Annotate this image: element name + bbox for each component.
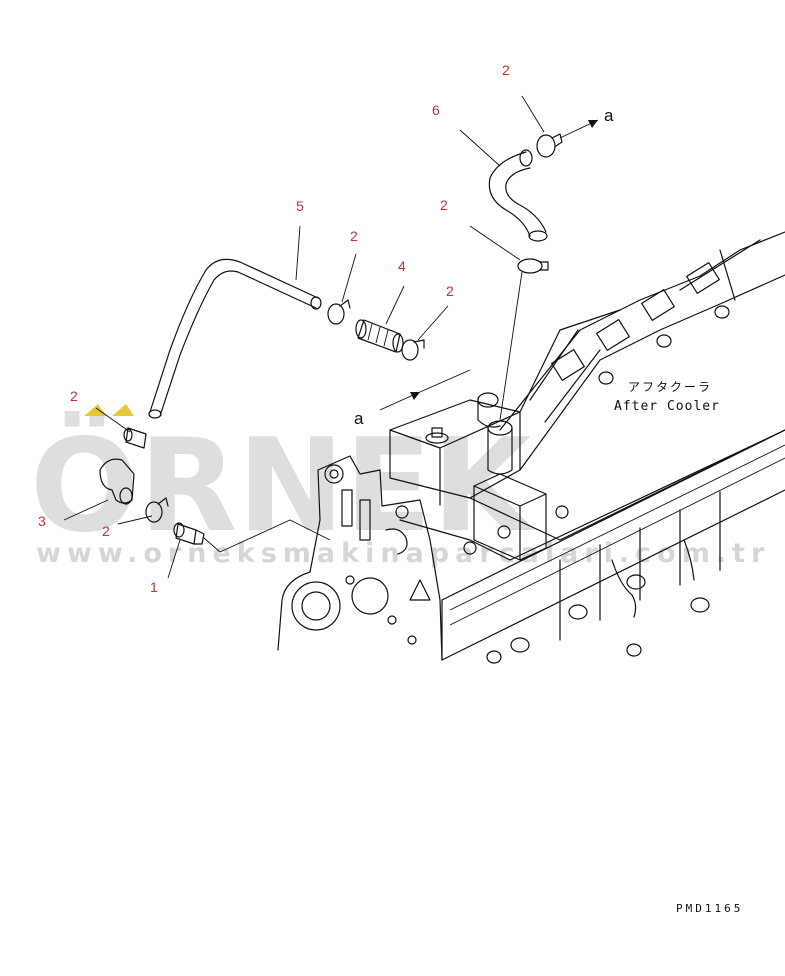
after-cooler-label-jp: アフタクーラ [628,380,712,394]
after-cooler [499,231,785,471]
watermark-url-text: www.orneksmakinaparcalari.com.tr [36,538,770,569]
fitting-1 [173,522,205,545]
callout-2-upper-right: 2 [440,197,448,213]
after-cooler-label-en: After Cooler [614,399,720,414]
sleeve-4 [355,319,404,353]
leader-lines [63,95,599,579]
callout-2-pipe-end: 2 [350,228,358,244]
watermark: ÖRNEK www.orneksmakinaparcalari.com.tr [30,404,770,569]
ref-a-top: a [604,106,614,125]
hose-6 [488,149,548,242]
after-cooler-label: アフタクーラ After Cooler [614,380,720,414]
callout-4: 4 [398,258,406,274]
callout-1: 1 [150,579,158,595]
callout-5: 5 [296,198,304,214]
watermark-accent-left [84,404,106,416]
ref-a-middle: a [354,409,364,428]
callout-2-bottom: 2 [102,523,110,539]
watermark-accent-right [112,404,134,416]
elbow-3 [99,458,135,505]
connection-refs: a a [354,106,614,428]
callout-2-sleeve: 2 [446,283,454,299]
callout-6: 6 [432,102,440,118]
pipe-5 [148,258,322,419]
callouts: 2 6 2 5 2 4 2 2 3 2 1 [38,62,510,595]
engine-block [277,429,785,664]
watermark-logo-text: ÖRNEK [30,411,536,561]
clamps-2 [123,133,563,523]
callout-3: 3 [38,513,46,529]
callout-2-top: 2 [502,62,510,78]
callout-2-left: 2 [70,388,78,404]
drawing-code: PMD1165 [676,902,743,915]
